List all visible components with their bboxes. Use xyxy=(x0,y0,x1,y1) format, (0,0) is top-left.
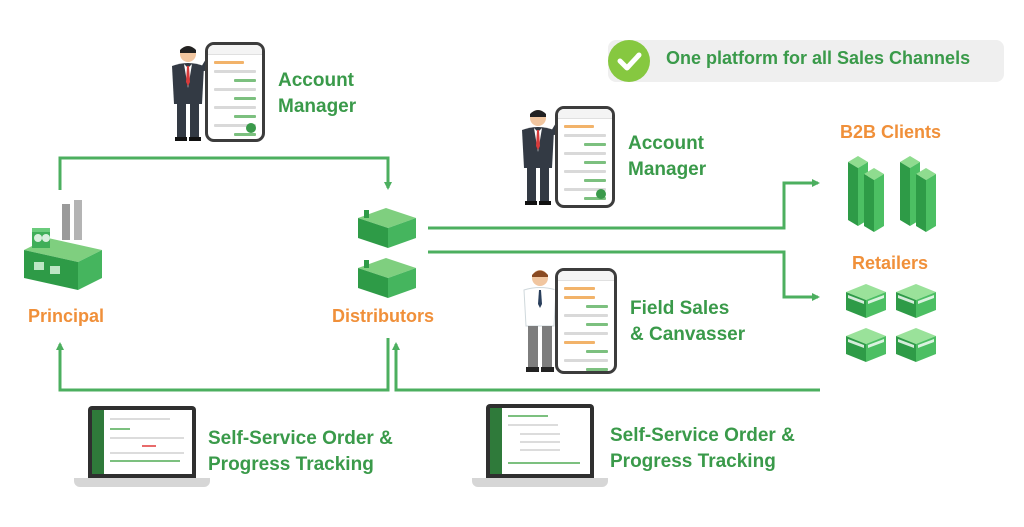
arrow-return-to-distributors xyxy=(392,342,820,392)
account-manager-mid-label: Account Manager xyxy=(628,133,707,180)
arrow-distributors-to-b2b xyxy=(428,179,820,230)
account-manager-phone-mid xyxy=(555,106,615,208)
add-icon-2 xyxy=(596,189,606,199)
account-manager-person-icon-2 xyxy=(522,110,563,205)
account-manager-person-icon xyxy=(172,46,213,141)
field-sales-label: Field Sales & Canvasser xyxy=(630,298,746,345)
self-service-right-label: Self-Service Order & Progress Tracking xyxy=(610,425,795,472)
shop-icon xyxy=(846,284,936,362)
account-manager-top-label: Account Manager xyxy=(278,70,357,117)
laptop-left-base xyxy=(74,478,210,487)
node-retailers-label: Retailers xyxy=(852,253,929,273)
add-icon xyxy=(246,123,256,133)
warehouse-icon xyxy=(358,208,416,298)
platform-badge-text: One platform for all Sales Channels xyxy=(666,48,971,68)
node-distributors-label: Distributors xyxy=(332,306,435,326)
account-manager-phone-top xyxy=(205,42,265,142)
laptop-right-base xyxy=(472,478,608,487)
node-b2b-clients-label: B2B Clients xyxy=(840,122,942,142)
building-icon xyxy=(848,156,936,232)
factory-icon xyxy=(24,200,102,290)
node-principal-label: Principal xyxy=(28,306,105,326)
laptop-right-screen xyxy=(486,404,594,478)
arrow-principal-to-distributors xyxy=(58,156,392,190)
arrow-return-to-principal xyxy=(56,338,390,392)
arrow-distributors-to-retailers xyxy=(428,250,820,301)
platform-badge xyxy=(608,40,1004,82)
check-icon xyxy=(608,40,650,82)
field-sales-phone xyxy=(555,268,617,374)
self-service-left-label: Self-Service Order & Progress Tracking xyxy=(208,428,393,475)
laptop-left-screen xyxy=(88,406,196,478)
